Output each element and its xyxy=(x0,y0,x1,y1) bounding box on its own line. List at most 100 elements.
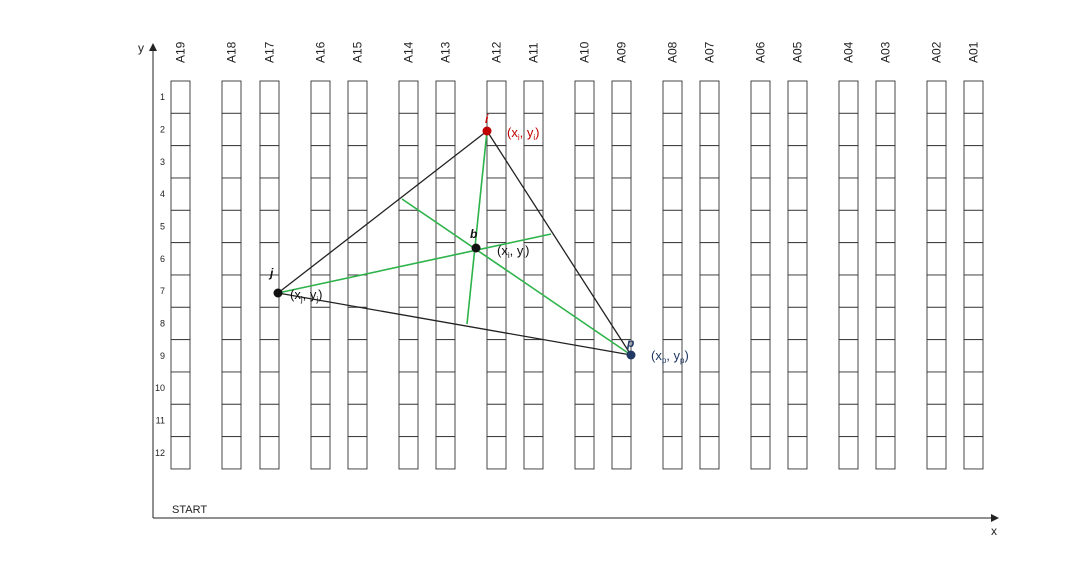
aisle-label: A05 xyxy=(791,41,805,63)
storage-slot xyxy=(787,242,808,276)
aisle-label: A06 xyxy=(754,41,768,63)
aisle-A11: A11 xyxy=(523,42,544,470)
storage-slot xyxy=(750,306,771,341)
aisle-A02: A02 xyxy=(926,41,947,470)
storage-slot xyxy=(611,274,632,308)
storage-slot xyxy=(662,209,683,244)
storage-slot xyxy=(963,112,984,147)
storage-slot xyxy=(310,177,331,211)
aisle-label: A09 xyxy=(615,41,629,63)
storage-slot xyxy=(310,436,331,470)
storage-slot xyxy=(611,306,632,341)
aisle-A19: A19 xyxy=(170,41,191,470)
storage-slot xyxy=(838,242,859,276)
storage-slot xyxy=(699,145,720,179)
storage-slot xyxy=(435,177,456,211)
storage-slot xyxy=(662,177,683,211)
storage-slot xyxy=(963,177,984,211)
storage-slot xyxy=(574,371,595,405)
storage-slot xyxy=(398,339,419,373)
storage-slot xyxy=(838,145,859,179)
storage-slot xyxy=(523,371,544,405)
storage-slot xyxy=(398,371,419,405)
storage-slot xyxy=(259,80,280,114)
aisle-A14: A14 xyxy=(398,41,419,470)
point-i: i (xi, yi) xyxy=(482,112,539,142)
storage-slot xyxy=(574,339,595,373)
point-b: b (xi, yi) xyxy=(470,227,529,260)
storage-slot xyxy=(750,112,771,147)
storage-slot xyxy=(486,177,507,211)
storage-slot xyxy=(170,80,191,114)
storage-slot xyxy=(662,306,683,341)
aisle-A01: A01 xyxy=(963,41,984,470)
storage-slot xyxy=(486,274,507,308)
storage-slot xyxy=(574,242,595,276)
aisle-label: A03 xyxy=(879,41,893,63)
storage-slot xyxy=(347,112,368,147)
storage-slot xyxy=(310,339,331,373)
storage-slot xyxy=(170,371,191,405)
storage-slot xyxy=(611,112,632,147)
aisle-A06: A06 xyxy=(750,41,771,470)
aisle-label: A08 xyxy=(666,41,680,63)
storage-slot xyxy=(259,371,280,405)
storage-slot xyxy=(926,274,947,308)
point-p-label: p xyxy=(626,336,634,350)
storage-slot xyxy=(662,242,683,276)
row-label: 10 xyxy=(155,383,165,393)
storage-slot xyxy=(310,306,331,341)
storage-slot xyxy=(435,403,456,438)
storage-slot xyxy=(221,177,242,211)
point-j-coord: (xj, yj) xyxy=(290,287,322,304)
storage-slot xyxy=(435,274,456,308)
storage-slot xyxy=(699,80,720,114)
point-b-coord: (xi, yi) xyxy=(497,243,529,260)
edge-j-p xyxy=(277,292,632,356)
storage-slot xyxy=(787,306,808,341)
storage-slot xyxy=(523,436,544,470)
storage-slot xyxy=(963,209,984,244)
storage-slot xyxy=(926,339,947,373)
storage-slot xyxy=(347,371,368,405)
storage-slot xyxy=(963,371,984,405)
storage-slot xyxy=(310,145,331,179)
storage-slot xyxy=(435,145,456,179)
aisle-A08: A08 xyxy=(662,41,683,470)
storage-slot xyxy=(259,145,280,179)
storage-slot xyxy=(221,80,242,114)
row-label: 4 xyxy=(160,189,165,199)
storage-slot xyxy=(750,403,771,438)
storage-slot xyxy=(875,306,896,341)
storage-slot xyxy=(750,242,771,276)
point-p: p (xp, yp) xyxy=(626,336,689,365)
storage-slot xyxy=(838,274,859,308)
storage-slot xyxy=(611,145,632,179)
storage-slot xyxy=(875,403,896,438)
storage-slot xyxy=(611,436,632,470)
storage-slot xyxy=(435,112,456,147)
storage-slot xyxy=(435,209,456,244)
storage-slot xyxy=(699,436,720,470)
point-p-coord: (xp, yp) xyxy=(651,348,689,365)
point-j-label: j xyxy=(268,266,274,280)
storage-slot xyxy=(699,403,720,438)
point-j: j (xj, yj) xyxy=(268,266,322,304)
aisle-label: A04 xyxy=(842,41,856,63)
storage-slot xyxy=(523,145,544,179)
storage-slot xyxy=(170,145,191,179)
storage-slot xyxy=(750,436,771,470)
storage-slot xyxy=(611,177,632,211)
aisle-label: A17 xyxy=(263,41,277,63)
point-i-label: i xyxy=(485,112,489,126)
storage-slot xyxy=(699,177,720,211)
storage-slot xyxy=(310,80,331,114)
storage-slot xyxy=(875,242,896,276)
storage-slot xyxy=(662,403,683,438)
storage-slot xyxy=(750,274,771,308)
aisle-label: A15 xyxy=(351,41,365,63)
storage-slot xyxy=(398,436,419,470)
storage-slot xyxy=(486,339,507,373)
storage-slot xyxy=(398,145,419,179)
point-j-marker xyxy=(273,288,283,298)
